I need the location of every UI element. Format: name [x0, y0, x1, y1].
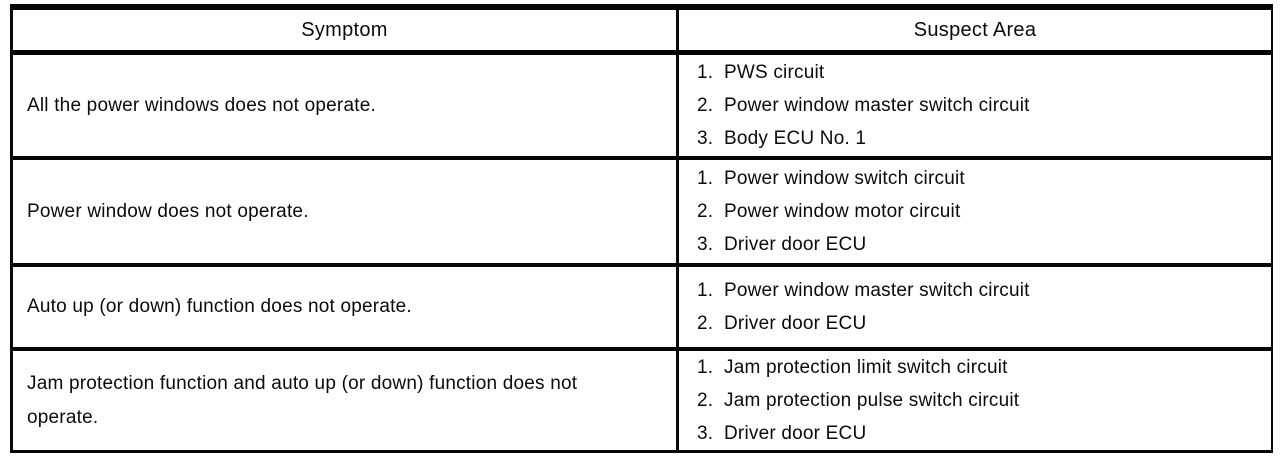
item-number: 2.: [697, 201, 714, 222]
column-header-suspect-area: Suspect Area: [679, 10, 1271, 50]
item-text: Driver door ECU: [724, 234, 867, 255]
column-header-symptom-label: Symptom: [301, 18, 388, 41]
suspect-area-item: 1. Power window master switch circuit: [697, 274, 1261, 307]
symptom-text: All the power windows does not operate.: [27, 94, 376, 116]
suspect-area-item: 2. Power window master switch circuit: [697, 89, 1261, 122]
suspect-area-item: 3. Driver door ECU: [697, 417, 1261, 450]
symptom-text: Auto up (or down) function does not oper…: [27, 296, 412, 317]
symptom-suspect-table: Symptom Suspect Area All the power windo…: [10, 4, 1273, 453]
suspect-area-list: 1. Power window switch circuit 2. Power …: [679, 160, 1271, 263]
symptom-cell: Power window does not operate.: [13, 160, 679, 263]
symptom-cell: Auto up (or down) function does not oper…: [13, 267, 679, 347]
symptom-text: Jam protection function and auto up (or …: [27, 372, 578, 428]
item-text: PWS circuit: [724, 62, 825, 83]
column-header-symptom: Symptom: [13, 10, 679, 50]
suspect-area-item: 1. Power window switch circuit: [697, 162, 1261, 195]
item-text: Power window motor circuit: [724, 201, 961, 222]
item-number: 1.: [697, 357, 714, 378]
item-number: 1.: [697, 168, 714, 189]
item-text: Jam protection pulse switch circuit: [724, 390, 1020, 411]
item-number: 3.: [697, 234, 714, 255]
table-row: All the power windows does not operate. …: [13, 55, 1271, 160]
item-number: 3.: [697, 423, 714, 444]
item-number: 1.: [697, 62, 714, 83]
column-header-suspect-area-label: Suspect Area: [913, 18, 1037, 41]
symptom-text: Power window does not operate.: [27, 200, 309, 222]
table-row: Jam protection function and auto up (or …: [13, 351, 1271, 450]
item-text: Driver door ECU: [724, 423, 867, 444]
item-text: Power window master switch circuit: [724, 280, 1030, 301]
table-row: Auto up (or down) function does not oper…: [13, 267, 1271, 351]
table-header-row: Symptom Suspect Area: [13, 10, 1271, 55]
symptom-cell: Jam protection function and auto up (or …: [13, 351, 679, 450]
suspect-area-item: 2. Driver door ECU: [697, 307, 1261, 340]
item-text: Power window master switch circuit: [724, 95, 1030, 116]
item-text: Driver door ECU: [724, 313, 867, 334]
suspect-area-item: 2. Jam protection pulse switch circuit: [697, 384, 1261, 417]
item-number: 2.: [697, 95, 714, 116]
table-row: Power window does not operate. 1. Power …: [13, 160, 1271, 267]
item-text: Jam protection limit switch circuit: [724, 357, 1008, 378]
suspect-area-list: 1. Jam protection limit switch circuit 2…: [679, 351, 1271, 450]
suspect-area-item: 3. Body ECU No. 1: [697, 122, 1261, 155]
suspect-area-list: 1. PWS circuit 2. Power window master sw…: [679, 55, 1271, 156]
item-text: Body ECU No. 1: [724, 128, 867, 149]
suspect-area-list: 1. Power window master switch circuit 2.…: [679, 267, 1271, 347]
item-text: Power window switch circuit: [724, 168, 965, 189]
item-number: 2.: [697, 313, 714, 334]
suspect-area-item: 1. PWS circuit: [697, 56, 1261, 89]
suspect-area-item: 2. Power window motor circuit: [697, 195, 1261, 228]
suspect-area-item: 3. Driver door ECU: [697, 228, 1261, 261]
item-number: 1.: [697, 280, 714, 301]
symptom-cell: All the power windows does not operate.: [13, 55, 679, 156]
item-number: 2.: [697, 390, 714, 411]
suspect-area-item: 1. Jam protection limit switch circuit: [697, 351, 1261, 384]
item-number: 3.: [697, 128, 714, 149]
